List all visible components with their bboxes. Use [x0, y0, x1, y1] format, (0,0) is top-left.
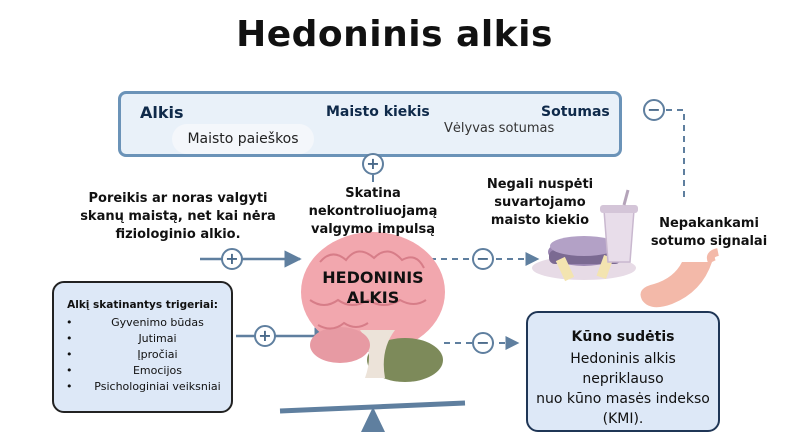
- label-velyvas-sotumas: Vėlyvas sotumas: [444, 121, 555, 136]
- brain-icon: [301, 232, 445, 382]
- kuno-panel: Kūno sudėtis Hedoninis alkis nepriklauso…: [526, 311, 720, 432]
- list-item: Gyvenimo būdas: [66, 315, 231, 331]
- list-item: Įpročiai: [66, 347, 231, 363]
- minus-sign-kuno: −: [472, 332, 494, 354]
- kuno-text: Hedoninis alkis nepriklauso nuo kūno mas…: [536, 351, 710, 427]
- minus-sign-top-right: −: [643, 99, 665, 121]
- page-title: Hedoninis alkis: [236, 14, 553, 55]
- label-sotumas: Sotumas: [541, 104, 610, 120]
- text-skatina: Skatina nekontroliuojamą valgymo impulsą: [308, 186, 438, 237]
- plus-sign-left: +: [221, 248, 243, 270]
- minus-sign-food: −: [472, 248, 494, 270]
- plus-sign-triggers: +: [254, 325, 276, 347]
- kuno-heading: Kūno sudėtis: [571, 329, 675, 345]
- dashed-feedback-line: [666, 109, 685, 200]
- center-label: HEDONINIS ALKIS: [322, 268, 424, 307]
- text-nepakankami: Nepakankami sotumo signalai: [650, 216, 768, 249]
- text-negali: Negali nuspėti suvartojamo maisto kiekio: [486, 177, 594, 228]
- drink-cup-icon: [600, 189, 638, 263]
- label-alkis: Alkis: [140, 103, 184, 122]
- triggers-panel: Alkį skatinantys trigeriai: Gyvenimo būd…: [52, 281, 233, 413]
- triggers-list: Gyvenimo būdas Jutimai Įpročiai Emocijos…: [54, 315, 231, 395]
- list-item: Emocijos: [66, 363, 231, 379]
- label-maisto-kiekis: Maisto kiekis: [326, 104, 430, 120]
- label-maisto-paieskos: Maisto paieškos: [172, 124, 314, 154]
- list-item: Jutimai: [66, 331, 231, 347]
- stomach-icon: [640, 248, 719, 308]
- plus-sign-top: +: [362, 153, 384, 175]
- seesaw-icon: [279, 400, 466, 432]
- list-item: Psichologiniai veiksniai: [66, 379, 231, 395]
- text-poreikis: Poreikis ar noras valgyti skanų maistą, …: [80, 191, 276, 242]
- triggers-heading: Alkį skatinantys trigeriai:: [67, 299, 218, 311]
